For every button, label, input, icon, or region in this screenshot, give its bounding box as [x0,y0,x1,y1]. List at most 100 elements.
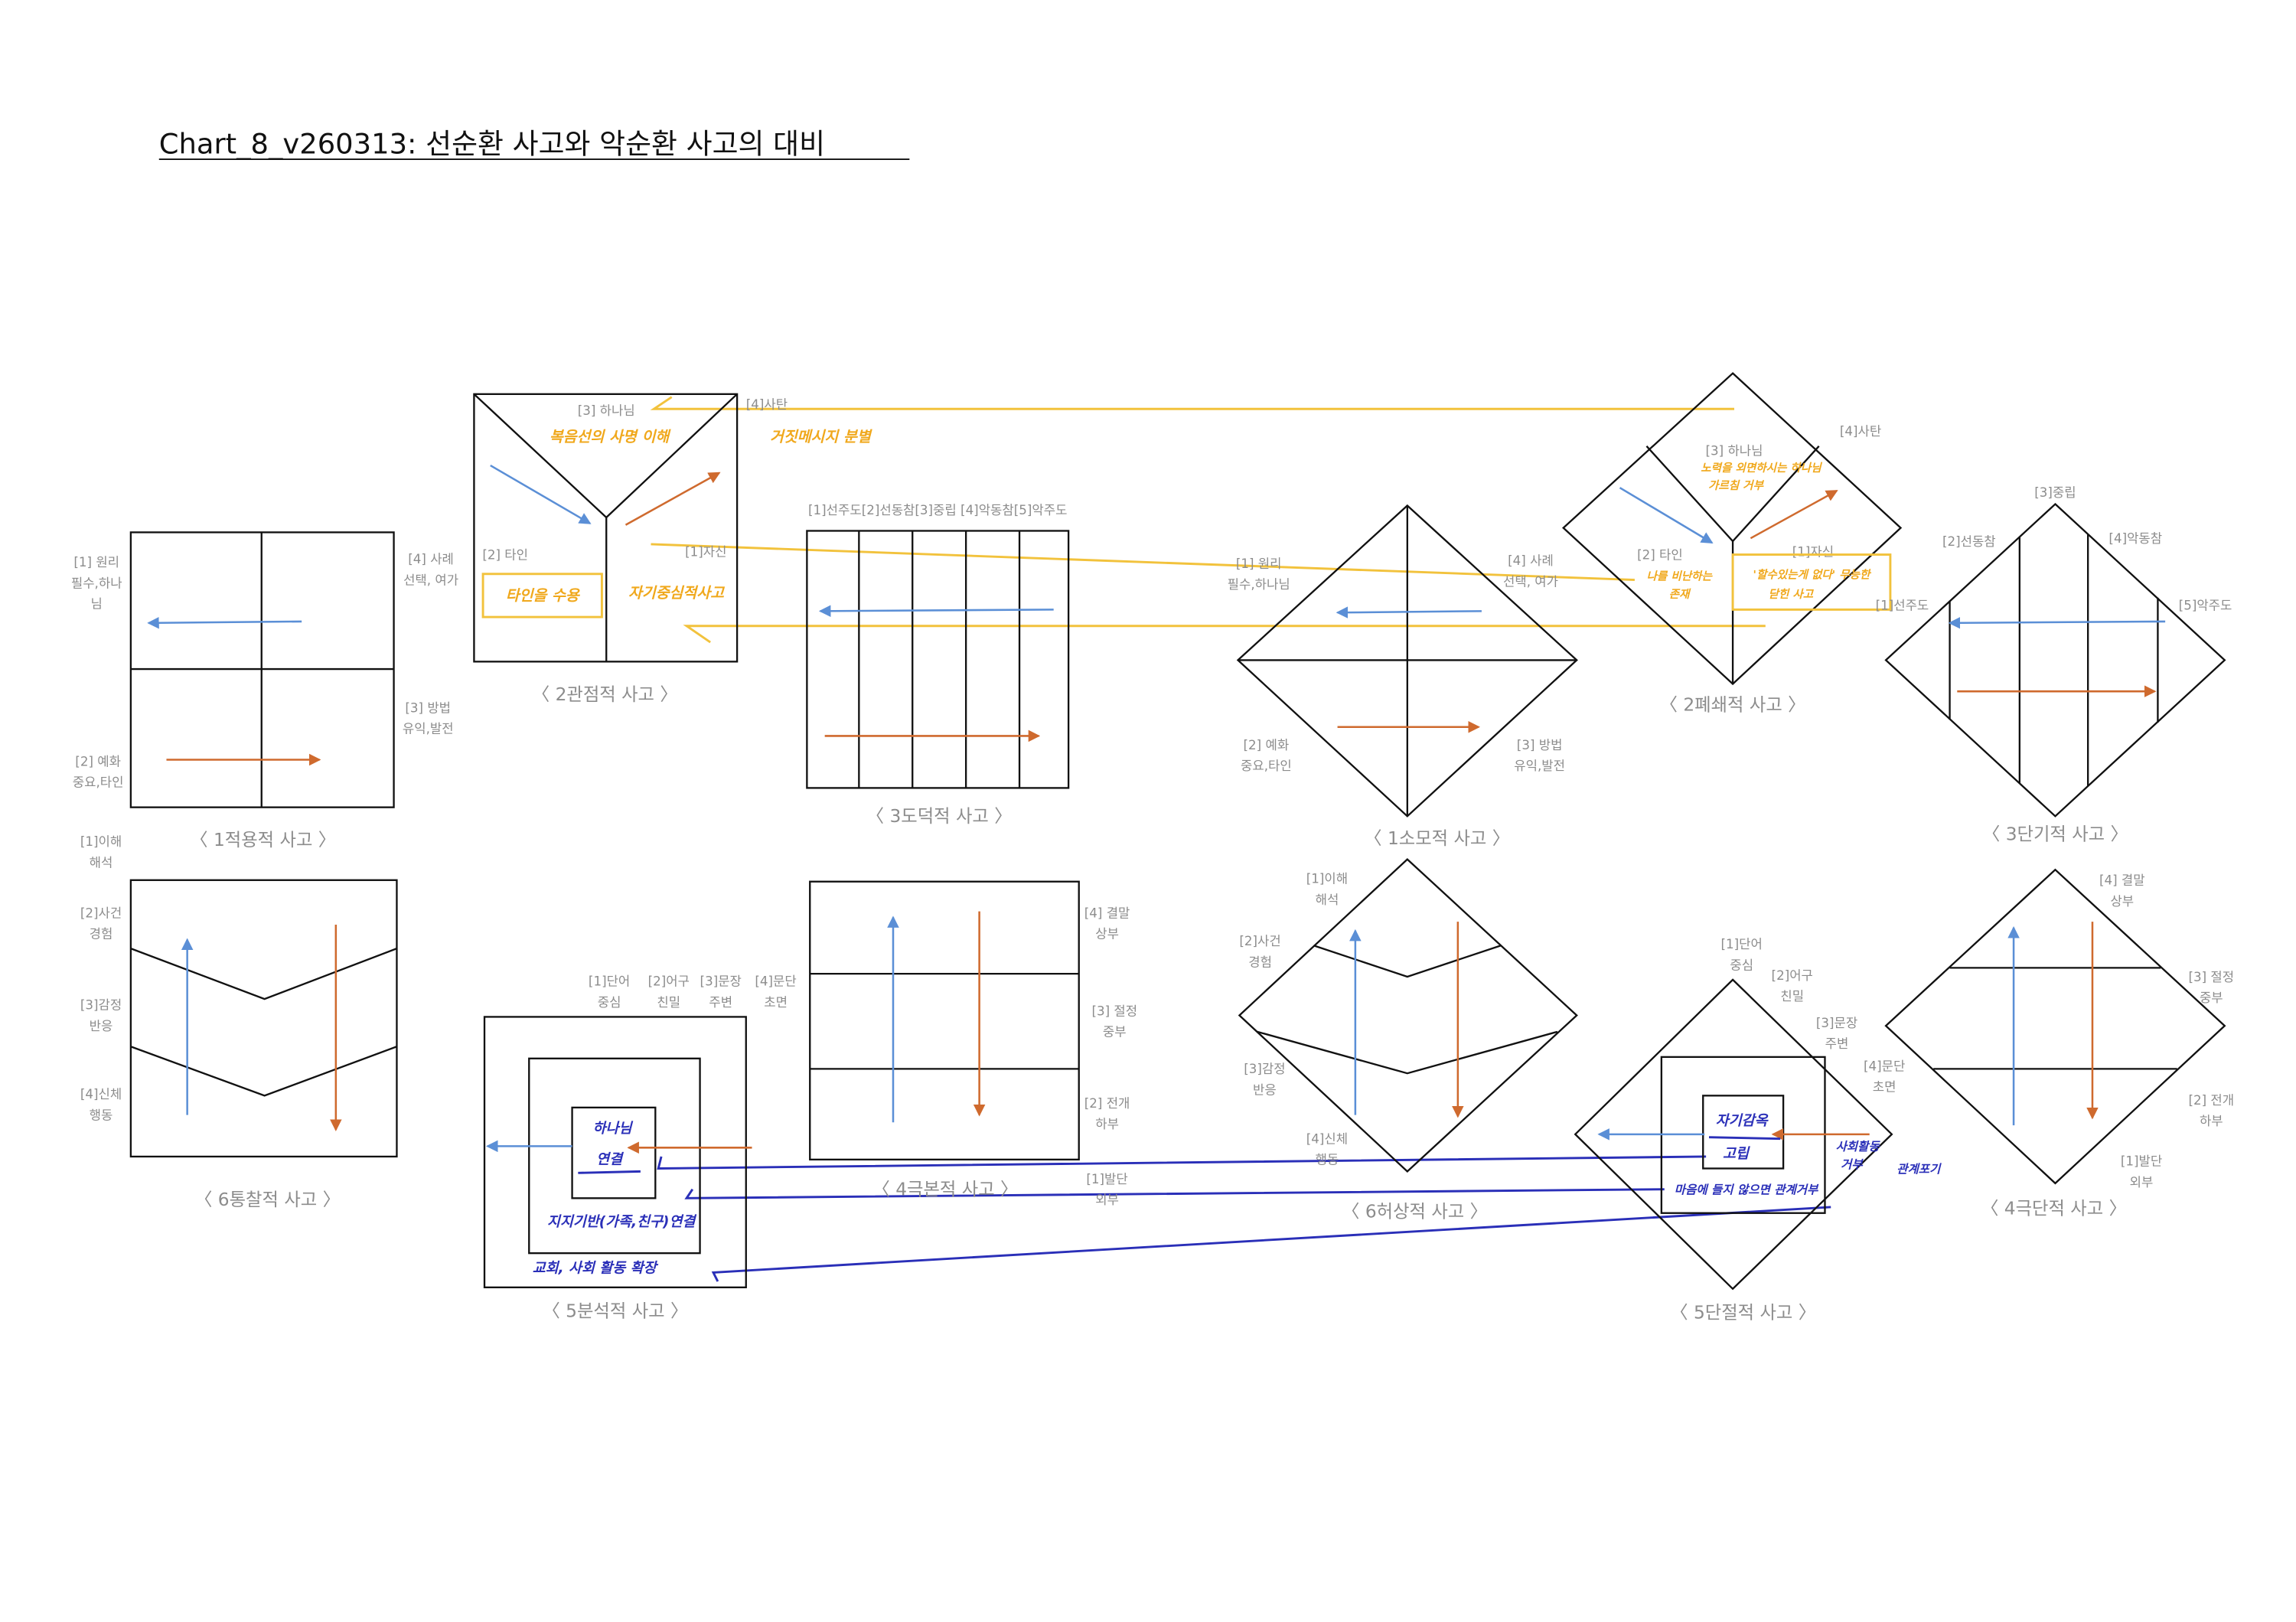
label: 유익,발전 [403,722,454,736]
label: [3] 절정 [1091,1004,1137,1018]
blue-arrow [1948,617,2166,629]
label: 외부 [1095,1193,1119,1207]
label: 반응 [1253,1082,1277,1097]
blue-arrow [818,605,1054,618]
label: [1]이해 [80,834,122,849]
label: [2]선동참 [1942,534,1996,549]
label: 초면 [1873,1080,1896,1095]
label: 유익,발전 [1514,759,1565,773]
note: 가르침 거부 [1708,479,1765,492]
label: [1]자신 [1792,544,1834,559]
label: [1]선주도[2]선동참[3]중립 [4]악동참[5]악주도 [808,503,1067,517]
note: 자기감옥 [1716,1113,1769,1129]
label: [3]문장 [1816,1016,1857,1030]
note: 사회활동 [1836,1140,1881,1154]
note: 거짓메시지 분별 [770,428,872,445]
label: [2] 전개 [1084,1096,1130,1111]
label: 주변 [709,995,732,1010]
label: [4]악동참 [2108,531,2162,546]
caption: 〈 6허상적 사고 〉 [1342,1202,1488,1222]
label: [4]신체 [80,1087,122,1101]
blue-arrow [490,464,592,524]
label: 행동 [90,1108,113,1122]
label: [1]선주도 [1876,598,1929,612]
label: 경험 [1248,955,1272,969]
label: 선택, 여가 [403,573,458,587]
label: 중부 [2200,990,2223,1005]
label: 필수,하나 [71,576,122,590]
label: 주변 [1825,1036,1849,1051]
diagram-extreme-thinking: [4] 결말 상부 [3] 절정 중부 [2] 전개 하부 [1]발단 외부 〈… [1884,868,2234,1219]
note: 관계포기 [1896,1162,1942,1176]
note: 지지기반(가족,친구)연결 [547,1214,697,1230]
label: [3] 절정 [2188,970,2234,984]
label: 상부 [1095,927,1119,942]
label: [1] 원리 [73,555,119,569]
label: [1]발단 [1086,1172,1127,1186]
diagram-analytical-thinking: [1]단어 중심 [2]어구 친밀 [3]문장 주변 [4]문단 초면 하나님 … [483,974,797,1322]
note: 복음선의 사명 이해 [550,428,671,445]
label: [3]문장 [700,974,742,989]
label: [3] 방법 [1517,738,1563,752]
label: 중요,타인 [73,775,124,789]
caption: 〈 4극단적 사고 〉 [1981,1199,2127,1219]
blue-connectors [657,1155,1831,1282]
label: [2]어구 [648,974,690,989]
label: 하부 [2200,1114,2223,1128]
label: [2] 예화 [1244,738,1290,752]
diagram-short-term-thinking: [3]중립 [2]선동참 [4]악동참 [1]선주도 [5]악주도 〈 3단기적… [1876,485,2232,845]
diagram-moral-thinking: [1]선주도[2]선동참[3]중립 [4]악동참[5]악주도 〈 3도덕적 사고… [806,503,1070,827]
label: [2]사건 [1239,934,1280,948]
diagram-disconnected-thinking: [1]단어 중심 [2]어구 친밀 [3]문장 주변 [4]문단 초면 자기감옥… [1574,937,1942,1323]
label: 님 [91,596,103,611]
caption: 〈 2폐쇄적 사고 〉 [1660,694,1806,715]
note: 교회, 사회 활동 확장 [533,1260,659,1276]
blue-arrow [1619,487,1714,544]
label: [4] 결말 [1084,906,1130,920]
page-title: Chart_8_v260313: 선순환 사고와 악순환 사고의 대비 [159,127,910,160]
note: 노력을 외면하시는 하나님 [1701,462,1822,475]
label: 초면 [764,995,788,1010]
label: 하부 [1095,1117,1119,1131]
note: 닫힌 사고 [1769,588,1815,601]
diagram-perspective-thinking: [3] 하나님 [4]사탄 [2] 타인 [1]자신 복음선의 사명 이해 거짓… [473,393,872,705]
label: [3] 하나님 [1706,443,1763,458]
note: '할수있는게 없다' 무능한 [1753,569,1872,582]
label: 해석 [1316,893,1339,907]
label: 친밀 [657,995,680,1010]
label: [4] 사례 [408,552,454,566]
label: 중심 [598,995,621,1010]
label: 경험 [90,927,113,942]
note: 나를 비난하는 [1646,570,1713,583]
label: 친밀 [1780,989,1804,1004]
caption: 〈 6통찰적 사고 〉 [194,1190,341,1210]
label: [1]단어 [1721,937,1763,951]
caption: 〈 1적용적 사고 〉 [190,830,336,850]
label: [2] 전개 [2188,1093,2234,1108]
label: [3] 방법 [405,700,451,715]
label: [1]이해 [1306,872,1348,886]
label: [1]단어 [589,974,630,989]
note: 거부 [1841,1157,1864,1171]
label: [2] 예화 [75,754,121,769]
label: [5]악주도 [2179,598,2232,612]
label: 외부 [2130,1175,2154,1190]
caption: 〈 5분석적 사고 〉 [542,1301,688,1322]
yellow-connectors [650,396,1766,644]
label: 필수,하나님 [1228,577,1290,592]
orange-arrow [1750,489,1838,540]
label: [4]문단 [1864,1059,1905,1073]
label: 중부 [1103,1025,1127,1039]
label: 상부 [2110,894,2134,909]
label: 행동 [1316,1153,1339,1167]
label: [4]사탄 [1840,424,1881,439]
label: [2]사건 [80,906,122,920]
label: 선택, 여가 [1503,574,1558,589]
diagram-closed-thinking: [3] 하나님 [4]사탄 [2] 타인 [1]자신 노력을 외면하시는 하나님… [1561,372,1903,715]
blue-arrow [147,616,302,629]
label: [3]감정 [80,998,122,1013]
label: [3] 하나님 [578,403,635,418]
note: 자기중심적사고 [628,584,725,602]
label: [4] 사례 [1508,553,1554,568]
